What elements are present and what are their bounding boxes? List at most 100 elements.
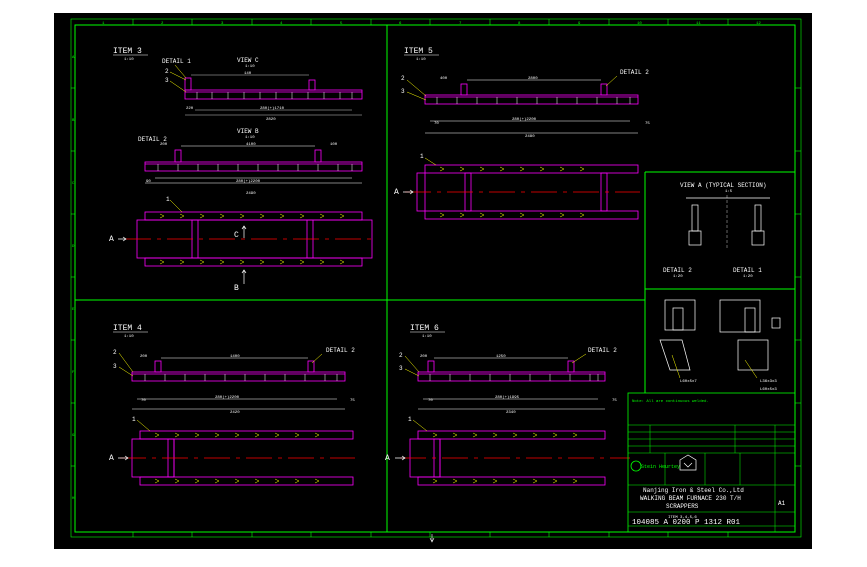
dimension-text: 200 — [420, 355, 428, 359]
company-name: Nanjing Iron & Steel Co.,Ltd — [643, 487, 744, 494]
project-name: WALKING BEAM FURNACE 230 T/H — [640, 495, 741, 502]
part-mark: 1 — [420, 153, 424, 160]
tick-label-top: 4 — [280, 22, 283, 26]
item-3-view: ITEM 3 1:10 DETAIL 1 VIEW C 1:10 2 3 — [109, 47, 373, 293]
dimension-text: 1250 — [496, 355, 506, 359]
weld-note: L60x5x7 — [680, 380, 697, 384]
dimension-text: 75 — [612, 399, 617, 403]
part-mark: 1 — [166, 196, 170, 203]
part-mark: 2 — [401, 75, 405, 82]
tick-label-side: F — [72, 371, 75, 375]
dimension-text: 2480 — [525, 135, 535, 139]
item-scale: 1:10 — [416, 58, 426, 62]
item-scale: 1:10 — [124, 335, 134, 339]
dimension-text: 100 — [330, 143, 338, 147]
tick-label-top: 8 — [518, 22, 521, 26]
view-arrow-label: C — [234, 231, 239, 240]
part-mark: 1 — [408, 416, 412, 423]
border-tick-labels: 1 2 3 4 5 6 7 8 9 10 11 12 A B C D E F G… — [72, 22, 761, 501]
tick-label-top: 2 — [161, 22, 164, 26]
detail-label: DETAIL 2 — [663, 267, 692, 274]
dimension-text: 280(+)2200 — [236, 179, 261, 184]
dimension-text: 220 — [186, 107, 194, 111]
dimension-text: 140 — [244, 72, 252, 76]
dimension-text: 70 — [141, 399, 146, 403]
tick-label-top: 5 — [340, 22, 343, 26]
general-note: Note: All are continuous welded. — [632, 399, 709, 404]
tick-label-side: B — [72, 119, 75, 123]
part-mark: 3 — [399, 365, 403, 372]
drawing-title: SCRAPPERS — [666, 503, 699, 510]
tick-label-top: 6 — [399, 22, 402, 26]
tick-label-side: G — [72, 434, 75, 438]
part-mark: 3 — [113, 363, 117, 370]
detail-label: DETAIL 1 — [733, 267, 762, 274]
item-title: ITEM 6 — [410, 324, 439, 333]
part-mark: 3 — [165, 77, 169, 84]
view-arrow-label: B — [234, 284, 239, 293]
section-marker: A — [109, 235, 114, 244]
part-mark: 2 — [113, 349, 117, 356]
tick-label-side: E — [72, 308, 75, 312]
border-ticks — [71, 19, 801, 537]
dimension-text: 4100 — [246, 143, 256, 147]
detail-scale: 1:20 — [673, 275, 683, 279]
view-label: VIEW A (TYPICAL SECTION) — [680, 182, 766, 189]
drawing-background — [54, 13, 812, 549]
dimension-text: 200 — [160, 143, 168, 147]
item-title: ITEM 4 — [113, 324, 142, 333]
part-mark: 1 — [132, 416, 136, 423]
dimension-text: 280(+)2200 — [512, 117, 537, 122]
tick-label-top: 9 — [578, 22, 581, 26]
item-scale: 1:10 — [422, 335, 432, 339]
detail-label: DETAIL 1 — [162, 58, 191, 65]
item-title: ITEM 3 — [113, 47, 142, 56]
part-mark: 2 — [165, 68, 169, 75]
sheet-border — [70, 18, 802, 538]
axis-marker-icon — [429, 534, 435, 543]
part-mark: 3 — [401, 88, 405, 95]
tick-label-side: A — [72, 56, 75, 60]
dimension-text: 1400 — [230, 355, 240, 359]
item-5-view: ITEM 5 1:10 DETAIL 2 2 3 400 2800 280(+)… — [394, 47, 650, 220]
view-scale: 1:10 — [245, 65, 255, 69]
item-6-view: ITEM 6 1:10 DETAIL 2 2 3 200 1250 280(+)… — [385, 324, 630, 486]
logo-text: Stein Heurtey — [641, 464, 680, 470]
dimension-text: 90 — [146, 180, 151, 184]
stein-heurtey-logo: Stein Heurtey — [630, 454, 697, 472]
tick-label-top: 11 — [696, 22, 701, 26]
item-title: ITEM 5 — [404, 47, 433, 56]
tick-label-side: D — [72, 245, 75, 249]
detail-label: DETAIL 2 — [588, 347, 617, 354]
dimension-text: 2820 — [266, 118, 276, 122]
sheet-size: A1 — [778, 500, 786, 507]
tick-label-top: 10 — [637, 22, 642, 26]
detail-label: DETAIL 2 — [138, 136, 167, 143]
drawing-number: 104085 A 0200 P 1312 R01 — [632, 519, 741, 527]
dimension-text: 280(+)1995 — [495, 395, 520, 400]
dimension-text: 280(+)2200 — [215, 395, 240, 400]
title-block: Note: All are continuous welded. Stein H… — [627, 392, 796, 533]
section-marker: A — [385, 454, 390, 463]
dimension-text: 75 — [645, 122, 650, 126]
view-label: VIEW B — [237, 128, 259, 135]
detail-scale: 1:20 — [743, 275, 753, 279]
dimension-text: 2420 — [230, 411, 240, 415]
detail-panel: VIEW A (TYPICAL SECTION) 1:5 DETAIL 2 1:… — [659, 182, 781, 392]
dimension-text: 2340 — [506, 411, 516, 415]
dimension-text: 200 — [140, 355, 148, 359]
tick-label-side: H — [72, 497, 75, 501]
dimension-text: 2800 — [528, 77, 538, 81]
tick-label-top: 3 — [221, 22, 224, 26]
weld-note: L36x3x3 — [760, 380, 777, 384]
dimension-text: 70 — [428, 399, 433, 403]
item-4-view: ITEM 4 1:10 DETAIL 2 2 3 200 1400 280(+)… — [109, 324, 355, 486]
tick-label-top: 1 — [102, 22, 105, 26]
dimension-text: 75 — [350, 399, 355, 403]
section-marker: A — [109, 454, 114, 463]
tick-label-side: C — [72, 182, 75, 186]
section-marker: A — [394, 188, 399, 197]
dimension-text: 2490 — [246, 192, 256, 196]
